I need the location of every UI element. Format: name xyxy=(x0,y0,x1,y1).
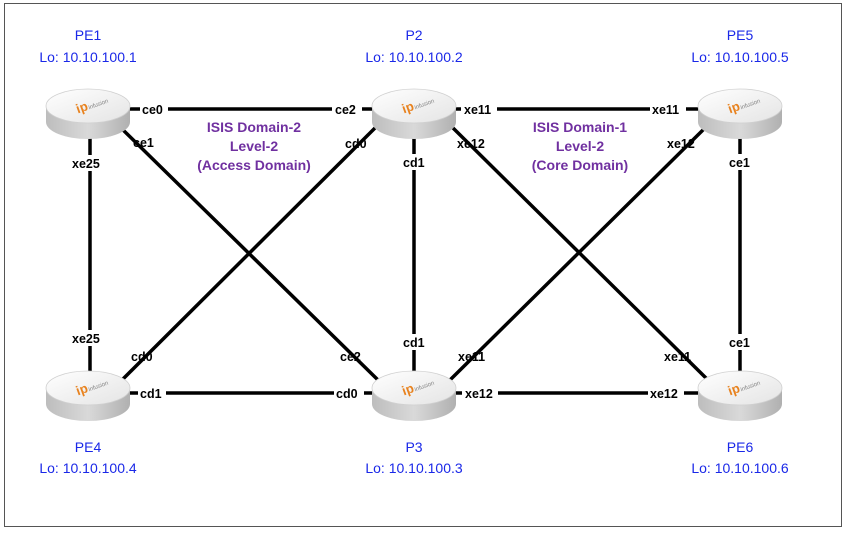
brand-mark: ip xyxy=(726,380,742,398)
links xyxy=(88,107,742,395)
port-p3-cd0: cd0 xyxy=(336,387,358,401)
port-labels: ce0 ce1 xe25 ce2 cd0 cd1 xe11 xe12 xe11 … xyxy=(70,102,754,401)
brand-mark: ip xyxy=(400,98,416,116)
port-pe1-ce1: ce1 xyxy=(133,136,154,150)
domain-core-line3: (Core Domain) xyxy=(532,157,628,173)
port-p3-xe11: xe11 xyxy=(458,350,485,364)
port-pe5-xe11: xe11 xyxy=(652,103,679,117)
node-lo-pe1: Lo: 10.10.100.1 xyxy=(39,49,137,65)
router-p3[interactable]: ip infusion xyxy=(371,370,457,422)
node-title-pe4: PE4 xyxy=(75,439,102,455)
node-lo-pe6: Lo: 10.10.100.6 xyxy=(691,460,789,476)
port-pe6-ce1: ce1 xyxy=(729,336,750,350)
port-p2-cd1: cd1 xyxy=(403,156,425,170)
router-pe5[interactable]: ip infusion xyxy=(697,88,783,140)
node-lo-p2: Lo: 10.10.100.2 xyxy=(365,49,463,65)
node-lo-pe5: Lo: 10.10.100.5 xyxy=(691,49,789,65)
node-title-pe5: PE5 xyxy=(727,27,754,43)
port-pe1-ce0: ce0 xyxy=(142,103,163,117)
brand-mark: ip xyxy=(726,98,742,116)
router-pe4[interactable]: ip infusion xyxy=(45,370,131,422)
port-pe4-xe25: xe25 xyxy=(72,332,100,346)
domain-core-line2: Level-2 xyxy=(556,138,604,154)
port-pe4-cd1: cd1 xyxy=(140,387,162,401)
port-p3-xe12: xe12 xyxy=(465,387,493,401)
port-p2-xe12: xe12 xyxy=(457,137,485,151)
port-pe4-cd0: cd0 xyxy=(131,350,153,364)
domain-access-line1: ISIS Domain-2 xyxy=(207,119,301,135)
port-p2-cd0: cd0 xyxy=(345,137,367,151)
link-p2-pe4 xyxy=(120,123,380,382)
port-pe6-xe12: xe12 xyxy=(650,387,678,401)
node-lo-p3: Lo: 10.10.100.3 xyxy=(365,460,463,476)
port-p3-ce2: ce2 xyxy=(340,350,361,364)
port-p3-cd1: cd1 xyxy=(403,336,425,350)
brand-mark: ip xyxy=(74,380,90,398)
link-pe5-p3 xyxy=(448,123,710,382)
node-lo-pe4: Lo: 10.10.100.4 xyxy=(39,460,137,476)
port-p2-xe11: xe11 xyxy=(464,103,491,117)
port-pe1-xe25: xe25 xyxy=(72,157,100,171)
brand-mark: ip xyxy=(74,98,90,116)
node-title-p3: P3 xyxy=(405,439,422,455)
domain-access-line3: (Access Domain) xyxy=(197,157,311,173)
domain-core-line1: ISIS Domain-1 xyxy=(533,119,627,135)
router-pe1[interactable]: ip infusion xyxy=(45,88,131,140)
port-pe5-xe12: xe12 xyxy=(667,137,695,151)
domain-access-line2: Level-2 xyxy=(230,138,278,154)
router-pe6[interactable]: ip infusion xyxy=(697,370,783,422)
port-pe5-ce1: ce1 xyxy=(729,156,750,170)
node-title-pe1: PE1 xyxy=(75,27,102,43)
node-title-p2: P2 xyxy=(405,27,422,43)
node-title-pe6: PE6 xyxy=(727,439,754,455)
brand-mark: ip xyxy=(400,380,416,398)
port-pe6-xe11: xe11 xyxy=(664,350,691,364)
port-p2-ce2: ce2 xyxy=(335,103,356,117)
router-p2[interactable]: ip infusion xyxy=(371,88,457,140)
